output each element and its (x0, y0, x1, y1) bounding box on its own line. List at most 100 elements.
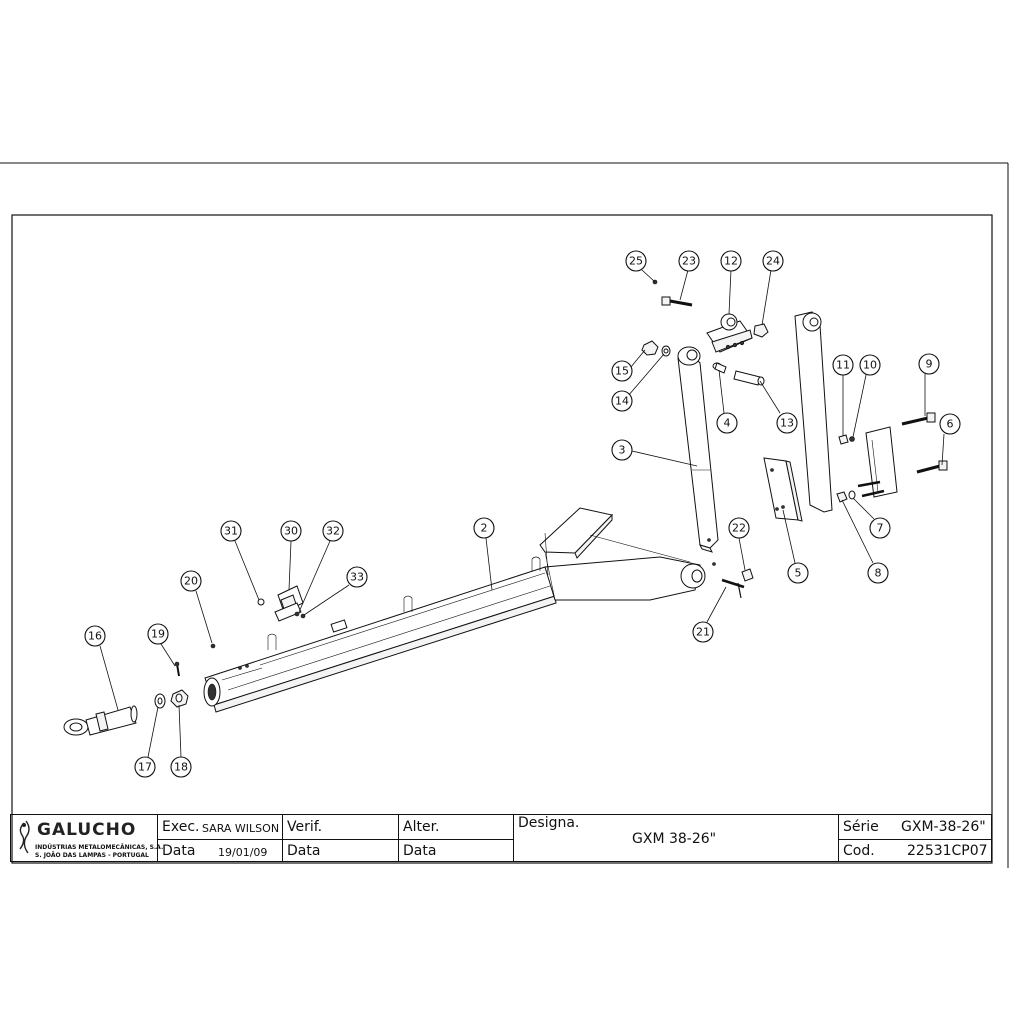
part-16-hitch-eye (63, 705, 138, 736)
part-24-nut (753, 323, 769, 338)
designa-value: GXM 38-26" (632, 831, 717, 847)
designa-label: Designa. (518, 815, 580, 831)
svg-text:14: 14 (615, 395, 629, 408)
svg-text:10: 10 (863, 359, 877, 372)
svg-text:11: 11 (836, 359, 850, 372)
svg-text:2: 2 (481, 522, 488, 535)
part-3-upright-arm (677, 346, 719, 553)
part-17-washer (154, 693, 166, 709)
part-31-split-pin (257, 598, 265, 606)
callout-5: 5 (787, 562, 809, 584)
mounting-bracket (865, 426, 898, 498)
part-12-clevis (706, 313, 753, 353)
svg-text:9: 9 (926, 358, 933, 371)
callout-9: 9 (918, 353, 940, 375)
part-9-bolt (901, 412, 936, 426)
callout-3: 3 (611, 439, 633, 461)
serie-value: GXM-38-26" (901, 819, 986, 835)
callout-32: 32 (322, 520, 344, 542)
small-pin (712, 562, 716, 566)
title-block: GALUCHO INDÚSTRIAS METALOMECÂNICAS, S.A.… (10, 814, 992, 862)
designa-cell: Designa. GXM 38-26" (514, 815, 839, 861)
alter-cell: Alter. Data (399, 815, 514, 861)
svg-text:13: 13 (780, 417, 794, 430)
svg-text:31: 31 (224, 525, 238, 538)
bracket-bolts (857, 480, 885, 498)
callout-12: 12 (720, 250, 742, 272)
svg-text:20: 20 (184, 575, 198, 588)
drawing-frame (11, 214, 993, 864)
part-19-pin (174, 661, 180, 677)
svg-text:17: 17 (138, 761, 152, 774)
part-15-nut (641, 340, 659, 356)
company-line-2: S. JOÃO DAS LAMPAS - PORTUGAL (35, 852, 149, 859)
serie-label: Série (843, 819, 879, 835)
company-logo-cell: GALUCHO INDÚSTRIAS METALOMECÂNICAS, S.A.… (11, 815, 163, 861)
part-13-pin (733, 370, 765, 386)
callout-8: 8 (867, 562, 889, 584)
svg-text:6: 6 (947, 418, 954, 431)
svg-text:25: 25 (629, 255, 643, 268)
svg-text:24: 24 (766, 255, 780, 268)
callout-17: 17 (134, 756, 156, 778)
part-30-bracket (274, 585, 304, 622)
svg-text:30: 30 (284, 525, 298, 538)
callout-11: 11 (832, 354, 854, 376)
part-6-bolt (916, 460, 948, 474)
svg-text:5: 5 (795, 567, 802, 580)
part-2-drawbar (203, 507, 706, 713)
leader-lines (99, 269, 945, 758)
callout-30: 30 (280, 520, 302, 542)
callout-19: 19 (147, 623, 169, 645)
svg-text:8: 8 (875, 567, 882, 580)
svg-text:22: 22 (732, 522, 746, 535)
part-7-washer (848, 490, 856, 500)
callout-6: 6 (939, 413, 961, 435)
part-14-washer (661, 345, 671, 357)
data-label: Data (162, 843, 196, 859)
svg-text:3: 3 (619, 444, 626, 457)
part-5-plate (763, 457, 803, 522)
data-value: 19/01/09 (218, 846, 268, 859)
part-11-nut (838, 434, 849, 445)
callout-14: 14 (611, 390, 633, 412)
svg-text:15: 15 (615, 365, 629, 378)
long-arm (794, 311, 833, 513)
svg-text:32: 32 (326, 525, 340, 538)
svg-text:23: 23 (682, 255, 696, 268)
title-block-divider-right (839, 839, 991, 840)
part-20-grease-nipple (210, 643, 216, 649)
exec-cell: Exec. SARA WILSON Data 19/01/09 (158, 815, 283, 861)
verif-cell: Verif. Data (283, 815, 399, 861)
company-name: GALUCHO (37, 820, 137, 840)
callout-4: 4 (716, 412, 738, 434)
callout-2: 2 (473, 517, 495, 539)
svg-text:33: 33 (350, 571, 364, 584)
part-32-washer (294, 611, 300, 617)
callout-18: 18 (170, 756, 192, 778)
part-22-clip (741, 568, 754, 582)
callout-23: 23 (678, 250, 700, 272)
alter-data-label: Data (403, 843, 437, 859)
callout-13: 13 (776, 412, 798, 434)
callout-7: 7 (869, 517, 891, 539)
svg-text:4: 4 (724, 417, 731, 430)
svg-text:12: 12 (724, 255, 738, 268)
exec-label: Exec. (162, 819, 200, 835)
verif-data-label: Data (287, 843, 321, 859)
callout-21: 21 (692, 621, 714, 643)
callout-10: 10 (859, 354, 881, 376)
callout-31: 31 (220, 520, 242, 542)
title-block-divider (158, 839, 514, 840)
cod-label: Cod. (843, 843, 875, 859)
cod-value: 22531CP07 (907, 843, 988, 859)
callout-16: 16 (84, 625, 106, 647)
svg-text:7: 7 (877, 522, 884, 535)
part-18-nut (170, 689, 189, 708)
svg-text:18: 18 (174, 761, 188, 774)
part-4-pin (712, 362, 727, 374)
exec-value: SARA WILSON (202, 822, 280, 835)
alter-label: Alter. (403, 819, 440, 835)
svg-text:16: 16 (88, 630, 102, 643)
